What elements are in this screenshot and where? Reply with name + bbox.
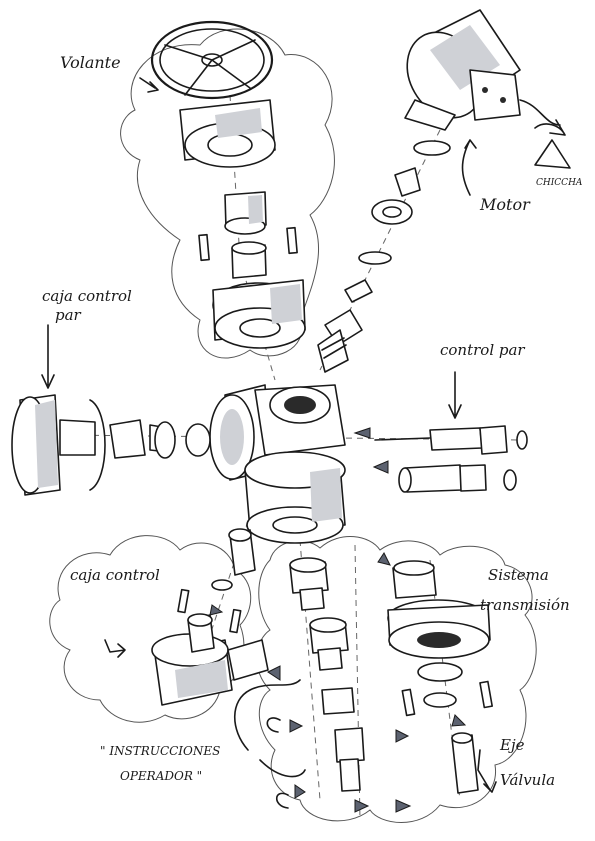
volante-pins (198, 226, 298, 262)
cloud-transmision (256, 535, 537, 823)
label-sistema: Sistema (488, 566, 549, 584)
label-transmision: transmisión (480, 596, 570, 614)
label-valvula: Válvula (500, 771, 555, 789)
torque-control-box (11, 394, 211, 496)
label-instrucciones-2: OPERADOR " (120, 769, 202, 783)
label-motor: Motor (479, 195, 531, 214)
coupling-bushing (224, 191, 267, 235)
flow-arrows (209, 427, 467, 813)
label-caja-control: caja control (70, 566, 160, 584)
flange-adapter (179, 99, 276, 168)
handwheel (150, 20, 274, 100)
signature-mark (534, 139, 571, 169)
label-volante: Volante (60, 53, 121, 72)
label-caja-control-par-2: par (55, 306, 82, 324)
signature-text: CHICCHA (536, 178, 583, 188)
large-collar (212, 279, 306, 349)
motor-shaft (317, 279, 373, 373)
transmission-gears (289, 557, 493, 794)
control-box (151, 528, 269, 706)
cloud-caja-control (49, 535, 252, 723)
label-caja-control-par-1: caja control (42, 287, 132, 305)
label-instrucciones-1: " INSTRUCCIONES (100, 744, 220, 758)
motor-seal-parts (358, 140, 451, 265)
motor (404, 9, 561, 131)
axis-transmision-2 (354, 544, 361, 821)
label-control-par: control par (440, 341, 525, 359)
main-housing (209, 384, 346, 544)
torque-sensor-parts (398, 464, 517, 493)
label-eje: Eje (499, 736, 525, 754)
torque-control-rod (374, 425, 528, 455)
label-pointers (41, 77, 566, 809)
small-sleeve (231, 241, 267, 279)
